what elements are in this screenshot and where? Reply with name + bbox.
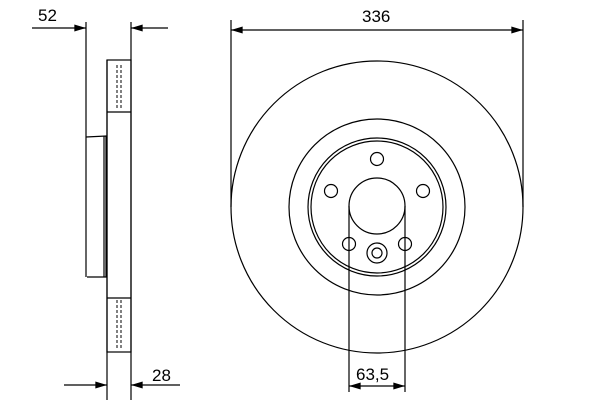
bolt-holes <box>323 151 431 252</box>
dimension-label-28: 28 <box>152 366 171 385</box>
center-bore <box>348 177 406 235</box>
front-view <box>230 60 524 354</box>
dimension-63-5: 63,5 <box>348 206 406 392</box>
dimension-28: 28 <box>64 366 180 389</box>
side-view <box>85 22 132 400</box>
dimension-336: 336 <box>230 7 524 207</box>
dimension-52: 52 <box>32 6 168 32</box>
dimension-label-52: 52 <box>38 6 57 25</box>
dimension-label-63-5: 63,5 <box>356 365 389 384</box>
dimension-label-336: 336 <box>362 7 390 26</box>
